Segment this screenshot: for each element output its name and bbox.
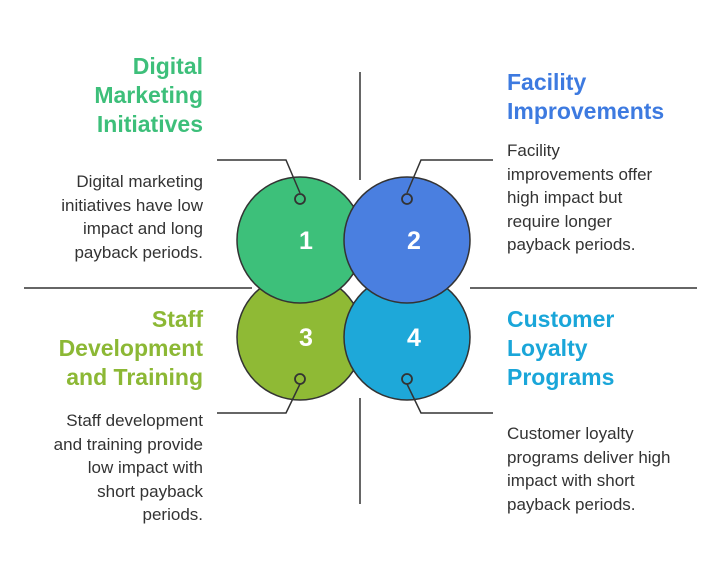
quadrant-2-desc-line: payback periods. (507, 235, 636, 254)
connector-4 (406, 383, 493, 414)
quadrant-2-description: Facility improvements offer high impact … (507, 139, 652, 257)
connector-1 (217, 159, 301, 194)
circle-number-3: 3 (299, 324, 313, 352)
quadrant-2-desc-line: Facility (507, 141, 560, 160)
circle-number-1: 1 (299, 227, 313, 255)
quadrant-1-desc-line: initiatives have low (61, 195, 203, 215)
quadrant-2-title: Facility Improvements (507, 68, 664, 126)
quadrant-3-desc-line: short payback (97, 481, 203, 501)
quadrant-3-title-line: and Training (66, 364, 203, 390)
connector-dot-2 (401, 193, 413, 205)
quadrant-4-title-line: Customer (507, 306, 615, 332)
quadrant-3-desc-line: low impact with (87, 458, 203, 477)
quadrant-2-title-line: Improvements (507, 98, 665, 124)
quadrant-1-desc-line: payback periods. (74, 242, 203, 262)
connector-dot-1 (294, 193, 306, 205)
quadrant-3-description: Staff development and training provide l… (54, 409, 203, 527)
quadrant-1-desc-line: impact and long (82, 219, 203, 238)
circle-number-4: 4 (407, 324, 421, 352)
quadrant-2-desc-line: high impact but (507, 188, 623, 207)
quadrant-4-title-line: Loyalty (507, 335, 588, 361)
quadrant-4-title-line: Programs (507, 364, 615, 390)
quadrant-4-desc-line: impact with short (507, 471, 635, 490)
connector-dot-3 (294, 373, 306, 385)
quadrant-3-title: Staff Development and Training (59, 305, 203, 392)
quadrant-3-title-line: Staff (151, 306, 203, 332)
quadrant-4-description: Customer loyalty programs deliver high i… (507, 422, 670, 516)
quadrant-3-desc-line: periods. (142, 505, 203, 524)
quadrant-2-title-line: Facility (507, 69, 587, 95)
quadrant-2-desc-line: improvements offer (507, 164, 653, 184)
quadrant-1-title-line: Digital (132, 53, 203, 79)
quadrant-1-desc-line: Digital marketing (76, 172, 203, 191)
circle-2 (343, 176, 471, 304)
quadrant-3-desc-line: and training provide (53, 434, 203, 454)
circle-number-2: 2 (407, 227, 421, 255)
connector-3 (217, 383, 301, 414)
quadrant-4-title: Customer Loyalty Programs (507, 305, 614, 392)
quadrant-4-desc-line: Customer loyalty (507, 424, 634, 443)
quadrant-4-desc-line: payback periods. (507, 494, 636, 514)
quadrant-1-title-line: Marketing (94, 82, 203, 108)
quadrant-1-title: Digital Marketing Initiatives (94, 52, 203, 139)
quadrant-3-desc-line: Staff development (66, 411, 203, 430)
quadrant-4-desc-line: programs deliver high (507, 447, 671, 467)
connector-dot-4 (401, 373, 413, 385)
quadrant-3-title-line: Development (58, 335, 203, 361)
quadrant-1-description: Digital marketing initiatives have low i… (61, 170, 203, 264)
quadrant-2-desc-line: require longer (507, 211, 612, 231)
quadrant-1-title-line: Initiatives (96, 111, 203, 137)
connector-2 (406, 159, 493, 194)
